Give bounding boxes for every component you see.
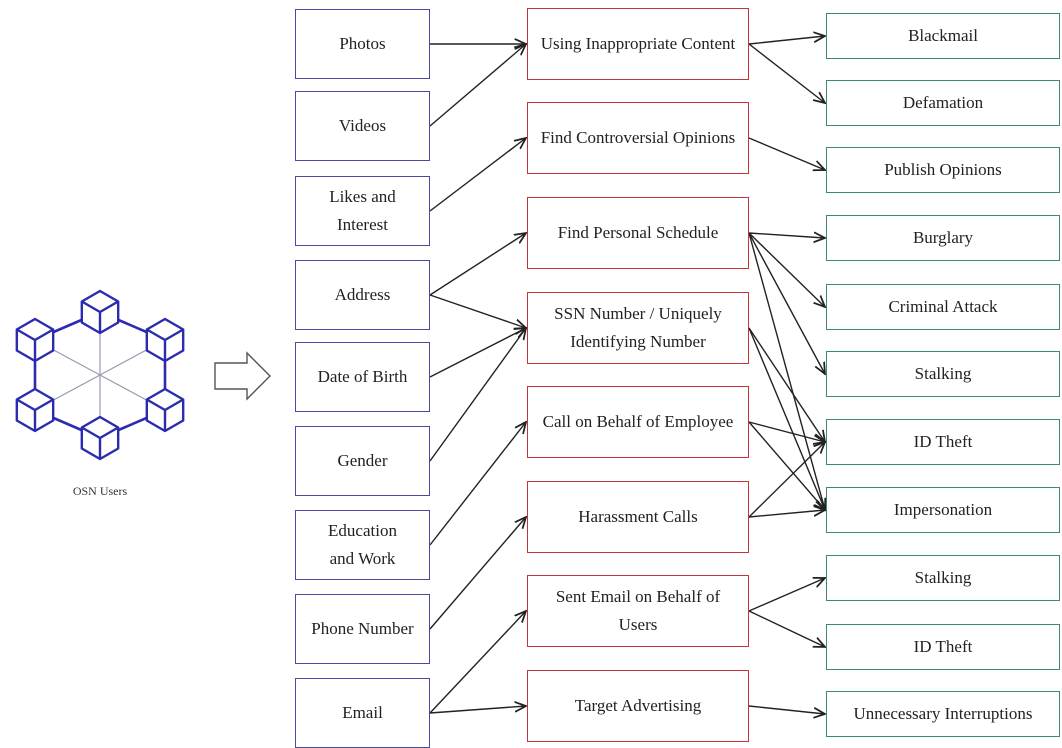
outcome-box-2: Publish Opinions bbox=[826, 147, 1060, 193]
arrow-action-to-outcome bbox=[748, 510, 825, 518]
action-box-7: Target Advertising bbox=[527, 670, 749, 742]
outcome-box-label: ID Theft bbox=[913, 637, 973, 656]
cube-node-icon bbox=[15, 317, 55, 363]
arrow-action-to-outcome bbox=[748, 233, 825, 238]
arrow-source-to-action bbox=[429, 44, 526, 127]
arrow-action-to-outcome bbox=[748, 137, 825, 170]
right-arrow-icon bbox=[214, 351, 271, 401]
action-box-label: Call on Behalf of Employee bbox=[542, 412, 734, 431]
action-box-6: Sent Email on Behalf of Users bbox=[527, 575, 749, 647]
action-box-0: Using Inappropriate Content bbox=[527, 8, 749, 80]
arrow-action-to-outcome bbox=[748, 327, 825, 510]
source-box-label: Likes and Interest bbox=[329, 187, 396, 234]
arrow-source-to-action bbox=[429, 233, 526, 296]
arrow-action-to-outcome bbox=[748, 232, 825, 307]
outcome-box-label: Defamation bbox=[902, 93, 984, 112]
source-box-7: Phone Number bbox=[295, 594, 430, 664]
source-box-3: Address bbox=[295, 260, 430, 330]
outcome-box-6: ID Theft bbox=[826, 419, 1060, 465]
cube-node-icon bbox=[145, 387, 185, 433]
source-box-label: Phone Number bbox=[311, 619, 414, 638]
arrow-action-to-outcome bbox=[748, 705, 825, 714]
action-box-4: Call on Behalf of Employee bbox=[527, 386, 749, 458]
outcome-box-8: Stalking bbox=[826, 555, 1060, 601]
arrow-source-to-action bbox=[429, 517, 526, 630]
source-box-4: Date of Birth bbox=[295, 342, 430, 412]
action-box-label: Target Advertising bbox=[574, 696, 702, 715]
arrow-source-to-action bbox=[429, 611, 526, 714]
outcome-box-9: ID Theft bbox=[826, 624, 1060, 670]
source-box-2: Likes and Interest bbox=[295, 176, 430, 246]
outcome-box-3: Burglary bbox=[826, 215, 1060, 261]
outcome-box-label: Stalking bbox=[914, 568, 972, 587]
action-box-label: SSN Number / Uniquely Identifying Number bbox=[554, 304, 722, 351]
source-box-label: Videos bbox=[338, 116, 387, 135]
outcome-box-label: Blackmail bbox=[908, 26, 978, 45]
source-box-label: Email bbox=[342, 703, 383, 722]
outcome-box-label: Burglary bbox=[912, 228, 974, 247]
outcome-box-0: Blackmail bbox=[826, 13, 1060, 59]
outcome-box-10: Unnecessary Interruptions bbox=[826, 691, 1060, 737]
outcome-box-label: Stalking bbox=[914, 364, 972, 383]
cube-node-icon bbox=[145, 317, 185, 363]
outcome-box-label: Publish Opinions bbox=[884, 160, 1002, 179]
arrow-source-to-action bbox=[429, 706, 526, 714]
network-icon bbox=[15, 289, 185, 461]
outcome-box-label: Impersonation bbox=[893, 500, 993, 519]
source-box-label: Gender bbox=[337, 451, 388, 470]
source-box-0: Photos bbox=[295, 9, 430, 79]
arrow-source-to-action bbox=[429, 422, 526, 546]
outcome-box-5: Stalking bbox=[826, 351, 1060, 397]
source-box-label: Education and Work bbox=[328, 521, 397, 568]
arrow-action-to-outcome bbox=[748, 421, 825, 442]
arrow-source-to-action bbox=[429, 328, 526, 462]
source-box-1: Videos bbox=[295, 91, 430, 161]
arrow-action-to-outcome bbox=[748, 442, 825, 518]
arrow-source-to-action bbox=[429, 328, 526, 378]
arrow-action-to-outcome bbox=[748, 610, 825, 647]
cube-node-icon bbox=[15, 387, 55, 433]
outcome-box-label: Unnecessary Interruptions bbox=[853, 704, 1033, 723]
outcome-box-1: Defamation bbox=[826, 80, 1060, 126]
arrow-action-to-outcome bbox=[748, 421, 825, 510]
arrow-action-to-outcome bbox=[748, 36, 825, 45]
action-box-5: Harassment Calls bbox=[527, 481, 749, 553]
arrow-action-to-outcome bbox=[748, 327, 825, 442]
outcome-box-7: Impersonation bbox=[826, 487, 1060, 533]
source-box-label: Date of Birth bbox=[317, 367, 408, 386]
arrow-source-to-action bbox=[429, 138, 526, 212]
arrow-action-to-outcome bbox=[748, 43, 825, 103]
arrow-source-to-action bbox=[429, 294, 526, 328]
action-box-label: Sent Email on Behalf of Users bbox=[555, 587, 721, 634]
source-box-label: Address bbox=[334, 285, 391, 304]
action-box-label: Using Inappropriate Content bbox=[540, 34, 736, 53]
source-box-6: Education and Work bbox=[295, 510, 430, 580]
outcome-box-label: Criminal Attack bbox=[888, 297, 998, 316]
source-box-5: Gender bbox=[295, 426, 430, 496]
action-box-label: Harassment Calls bbox=[578, 507, 698, 526]
arrow-action-to-outcome bbox=[748, 232, 825, 374]
arrow-action-to-outcome bbox=[748, 232, 825, 510]
source-box-label: Photos bbox=[339, 34, 386, 53]
outcome-box-label: ID Theft bbox=[913, 432, 973, 451]
action-box-label: Find Controversial Opinions bbox=[540, 128, 736, 147]
source-box-8: Email bbox=[295, 678, 430, 748]
action-box-label: Find Personal Schedule bbox=[557, 223, 719, 242]
action-box-3: SSN Number / Uniquely Identifying Number bbox=[527, 292, 749, 364]
action-box-1: Find Controversial Opinions bbox=[527, 102, 749, 174]
outcome-box-4: Criminal Attack bbox=[826, 284, 1060, 330]
action-box-2: Find Personal Schedule bbox=[527, 197, 749, 269]
arrow-action-to-outcome bbox=[748, 578, 825, 612]
osn-users-label: OSN Users bbox=[72, 484, 128, 498]
cube-node-icon bbox=[80, 415, 120, 461]
cube-node-icon bbox=[80, 289, 120, 335]
